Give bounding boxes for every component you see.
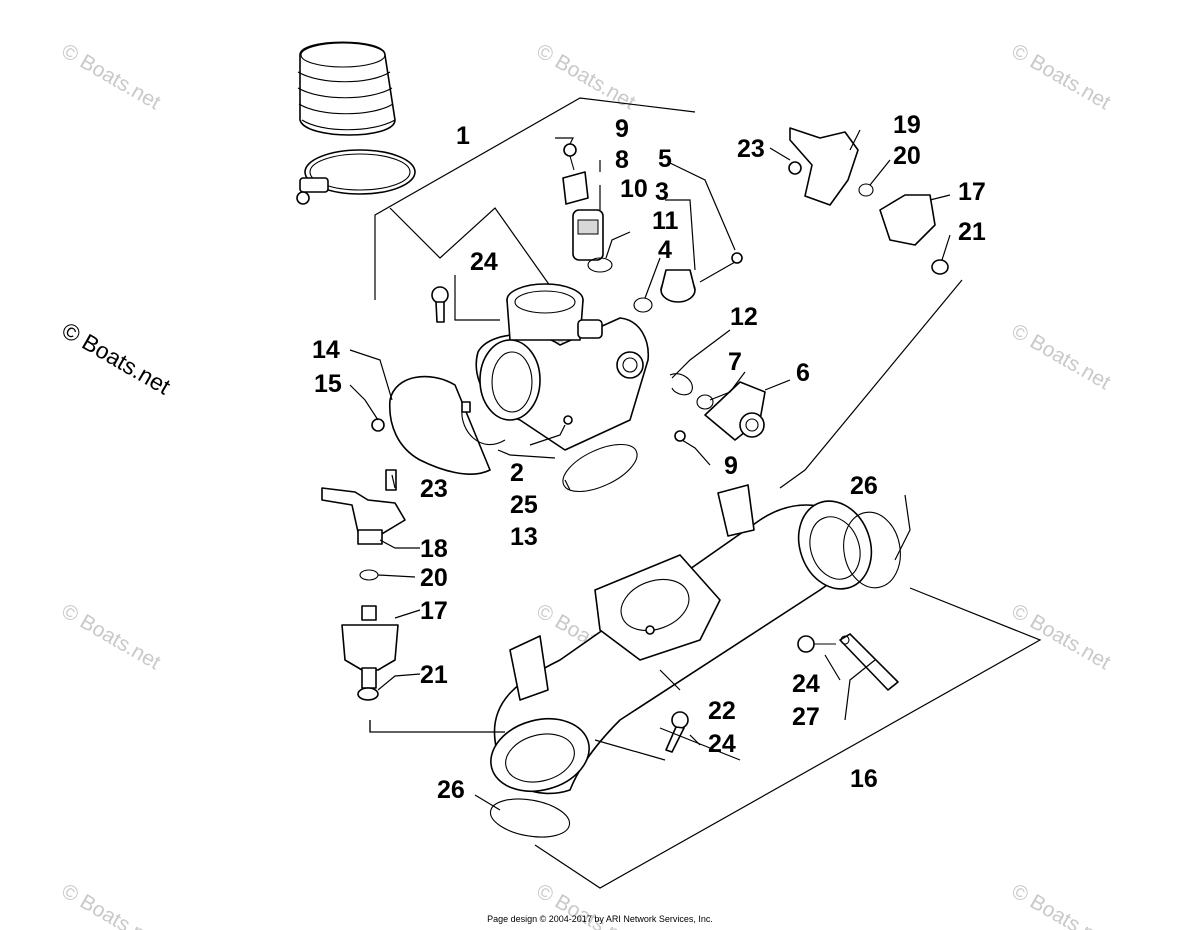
bracket-27 — [797, 633, 899, 691]
callout-4: 4 — [658, 236, 672, 264]
callout-10: 10 — [620, 175, 648, 203]
callout-12: 12 — [730, 303, 758, 331]
leader-lines — [349, 129, 963, 811]
throttle-body — [475, 283, 649, 451]
callout-6: 6 — [796, 359, 810, 387]
callout-25: 25 — [510, 491, 538, 519]
map-sensor — [669, 373, 766, 442]
callout-9-mid: 9 — [724, 452, 738, 480]
callout-20-left: 20 — [420, 564, 448, 592]
watermark-mid-right: © Boats.net — [1008, 319, 1115, 394]
callout-20-right: 20 — [893, 142, 921, 170]
callout-16: 16 — [850, 765, 878, 793]
page-footer: Page design © 2004-2017 by ARI Network S… — [487, 914, 713, 924]
bracket-1-inner — [389, 207, 561, 301]
callout-14: 14 — [312, 336, 340, 364]
callout-27: 27 — [792, 703, 820, 731]
callout-7: 7 — [728, 348, 742, 376]
callout-19: 19 — [893, 111, 921, 139]
callout-17-left: 17 — [420, 597, 448, 625]
callout-26-right: 26 — [850, 472, 878, 500]
callout-2: 2 — [510, 459, 524, 487]
callout-23-right: 23 — [737, 135, 765, 163]
callout-24-throttle: 24 — [470, 248, 498, 276]
intake-boot — [297, 41, 396, 136]
callout-13: 13 — [510, 523, 538, 551]
watermark-top-left: © Boats.net — [58, 39, 165, 114]
callout-21-left: 21 — [420, 661, 448, 689]
callout-24-bracket: 24 — [792, 670, 820, 698]
o-ring-26-bottom — [489, 798, 571, 838]
callout-3: 3 — [655, 178, 669, 206]
screw-24-throttle — [431, 286, 449, 323]
callout-26-bottom: 26 — [437, 776, 465, 804]
callout-21-right: 21 — [958, 218, 986, 246]
callout-8: 8 — [615, 146, 629, 174]
watermark-top-right: © Boats.net — [1008, 39, 1115, 114]
bracket-1 — [374, 97, 696, 300]
watermark-low-right: © Boats.net — [1008, 599, 1115, 674]
callout-1: 1 — [456, 122, 470, 150]
callout-11: 11 — [652, 207, 679, 235]
hose-clamp — [296, 149, 416, 205]
injector-left — [321, 469, 406, 701]
callout-23-left: 23 — [420, 475, 448, 503]
callout-5: 5 — [658, 145, 672, 173]
callout-24-manifold: 24 — [708, 730, 736, 758]
screw-24-manifold — [665, 711, 689, 753]
bracket-16 — [534, 587, 1042, 889]
assembly-brackets — [369, 97, 1042, 889]
injector-right — [788, 127, 949, 275]
callout-9-top: 9 — [615, 115, 629, 143]
callouts: 1 2 3 4 5 6 7 8 9 9 10 11 12 13 14 15 16… — [312, 111, 986, 804]
intake-manifold — [490, 484, 873, 795]
callout-17-right: 17 — [958, 178, 986, 206]
watermark-mid-left: © Boats.net — [58, 317, 176, 400]
watermark-low-left: © Boats.net — [58, 599, 165, 674]
callout-22: 22 — [708, 697, 736, 725]
idle-air-control — [633, 252, 743, 313]
callout-15: 15 — [314, 370, 342, 398]
callout-18: 18 — [420, 535, 448, 563]
watermarks: © Boats.net © Boats.net © Boats.net © Bo… — [58, 39, 1115, 930]
tps-sensor — [562, 143, 613, 273]
o-ring-26-right — [843, 511, 901, 589]
o-ring-13 — [562, 443, 638, 493]
